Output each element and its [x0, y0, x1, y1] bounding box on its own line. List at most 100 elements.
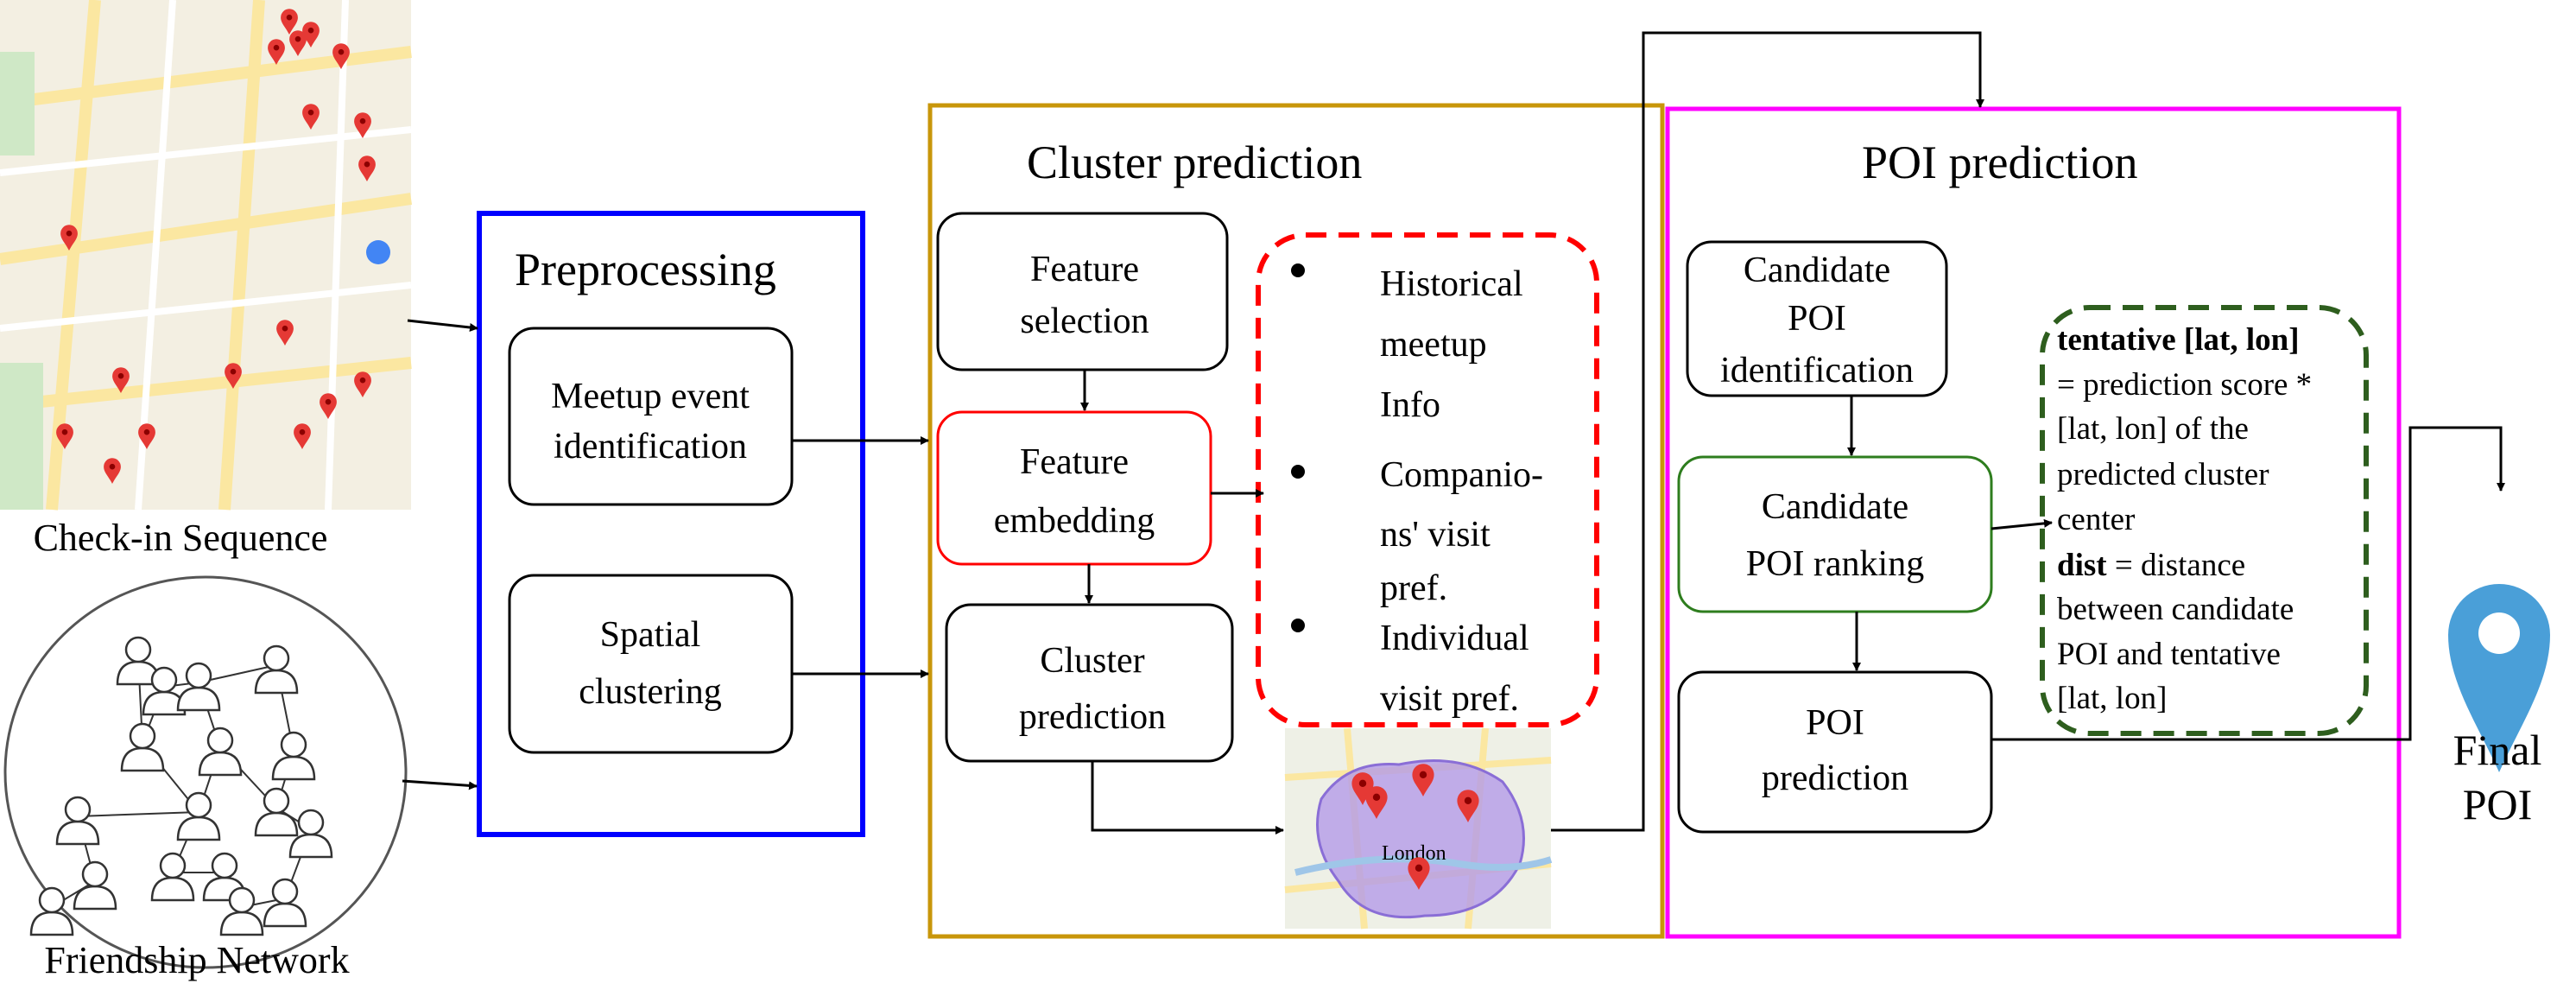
person-icon [150, 852, 195, 902]
arrow-prediction-to-map [1091, 761, 1284, 835]
poi-prediction-box: POI prediction [1677, 670, 1993, 834]
bullet-icon [1291, 619, 1305, 632]
map-pin-icon [112, 367, 130, 393]
person-icon [263, 878, 307, 928]
person-icon [29, 886, 74, 936]
person-icon [288, 809, 333, 859]
person-icon [271, 731, 316, 781]
formula-line: POI and tentative [2057, 637, 2281, 672]
svg-text:Meetup event: Meetup event [551, 377, 750, 416]
person-icon [176, 662, 221, 712]
person-icon [219, 886, 264, 936]
map-pin-icon [1351, 772, 1374, 805]
arrow-checkin-to-preprocessing [407, 319, 478, 332]
svg-text:identification: identification [1720, 351, 1914, 390]
map-pin-icon [138, 423, 155, 449]
map-pin-icon [225, 363, 242, 389]
formula-line: tentative [lat, lon] [2057, 322, 2300, 358]
svg-text:POI: POI [1806, 703, 1864, 743]
map-pin-icon [354, 371, 371, 397]
preprocessing-panel [477, 211, 865, 837]
svg-text:embedding: embedding [994, 501, 1155, 541]
person-icon [254, 787, 299, 837]
formula-line: = prediction score * [2057, 367, 2312, 403]
feature-individual-pref: Individual [1380, 619, 1529, 658]
svg-text:Cluster: Cluster [1040, 641, 1144, 681]
spatial-clustering-box: Spatial clustering [508, 574, 794, 754]
formula-line: between candidate [2057, 592, 2294, 627]
map-pin-icon [320, 393, 337, 419]
poi-prediction-title: POI prediction [1862, 136, 2137, 188]
map-pin-icon [1412, 764, 1434, 796]
svg-text:Feature: Feature [1030, 250, 1139, 289]
formula-line: [lat, lon] of the [2057, 411, 2249, 447]
map-pin-icon [276, 320, 294, 346]
location-dot-icon [366, 240, 390, 264]
ranking-formula-box: tentative [lat, lon] = prediction score *… [2040, 305, 2369, 736]
meetup-event-identification-box: Meetup event identification [508, 327, 794, 506]
cluster-prediction-panel [927, 103, 1665, 939]
poi-prediction-panel [1665, 106, 2402, 939]
final-poi-label-2: POI [2463, 780, 2533, 828]
person-icon [142, 666, 187, 716]
final-poi-label: Final [2453, 726, 2542, 774]
map-pin-icon [289, 30, 307, 56]
arrow-ranking-to-formula [1991, 518, 2053, 530]
map-pin-icon [56, 423, 73, 449]
feature-embedding-box: Feature embedding [936, 410, 1212, 566]
formula-line: dist = distance [2057, 548, 2245, 583]
arrow-prediction-to-final-poi [1991, 426, 2505, 741]
svg-text:Spatial: Spatial [600, 615, 701, 655]
flow-arrows [402, 31, 2505, 835]
svg-text:prediction: prediction [1762, 758, 1908, 798]
checkin-pins [56, 9, 376, 484]
friendship-edge [77, 811, 199, 817]
svg-text:selection: selection [1020, 301, 1149, 341]
friendship-network-graph [3, 575, 408, 969]
svg-text:Feature: Feature [1020, 442, 1129, 482]
arrow-map-to-poi-prediction [1551, 31, 1984, 832]
map-pin-icon [60, 225, 78, 251]
map-pin-icon [354, 112, 371, 138]
feature-companions-pref: Companio- [1380, 455, 1543, 495]
svg-text:ns' visit: ns' visit [1380, 515, 1491, 555]
map-pin-icon [302, 22, 320, 48]
svg-text:clustering: clustering [579, 672, 722, 712]
svg-text:identification: identification [554, 427, 747, 466]
predicted-cluster-map-image: London [1284, 727, 1553, 930]
map-pin-icon [302, 104, 320, 130]
person-icon [120, 722, 165, 772]
cluster-prediction-title: Cluster prediction [1027, 136, 1362, 188]
person-icon [254, 644, 299, 695]
feature-historical-meetup: Historical [1380, 264, 1523, 304]
preprocessing-title: Preprocessing [515, 244, 776, 295]
arrow-network-to-preprocessing [402, 779, 478, 790]
friendship-network-label: Friendship Network [44, 939, 349, 981]
svg-text:Candidate: Candidate [1762, 487, 1908, 527]
map-pin-icon [358, 155, 376, 181]
person-icon [73, 860, 117, 911]
map-pin-icon [1365, 786, 1388, 819]
map-pin-icon [268, 39, 285, 65]
svg-text:pref.: pref. [1380, 568, 1447, 608]
cluster-prediction-box: Cluster prediction [945, 603, 1234, 763]
formula-line: [lat, lon] [2057, 681, 2167, 716]
map-pin-icon [281, 9, 298, 35]
svg-text:visit pref.: visit pref. [1380, 679, 1519, 719]
svg-text:Candidate: Candidate [1744, 251, 1890, 290]
candidate-poi-ranking-box: Candidate POI ranking [1677, 455, 1993, 613]
svg-text:POI: POI [1788, 299, 1846, 339]
svg-text:prediction: prediction [1019, 697, 1166, 737]
map-pin-icon [294, 423, 311, 449]
checkin-sequence-label: Check-in Sequence [34, 517, 328, 559]
person-icon [198, 727, 243, 777]
feature-selection-box: Feature selection [936, 212, 1229, 371]
embedding-features-list: Historical meetup Info Companio- ns' vis… [1256, 232, 1599, 727]
map-pin-icon [104, 458, 121, 484]
person-icon [55, 796, 100, 846]
checkin-map-image [0, 0, 413, 511]
bullet-icon [1291, 263, 1305, 277]
svg-text:POI ranking: POI ranking [1746, 544, 1924, 584]
map-pin-icon [332, 43, 350, 69]
